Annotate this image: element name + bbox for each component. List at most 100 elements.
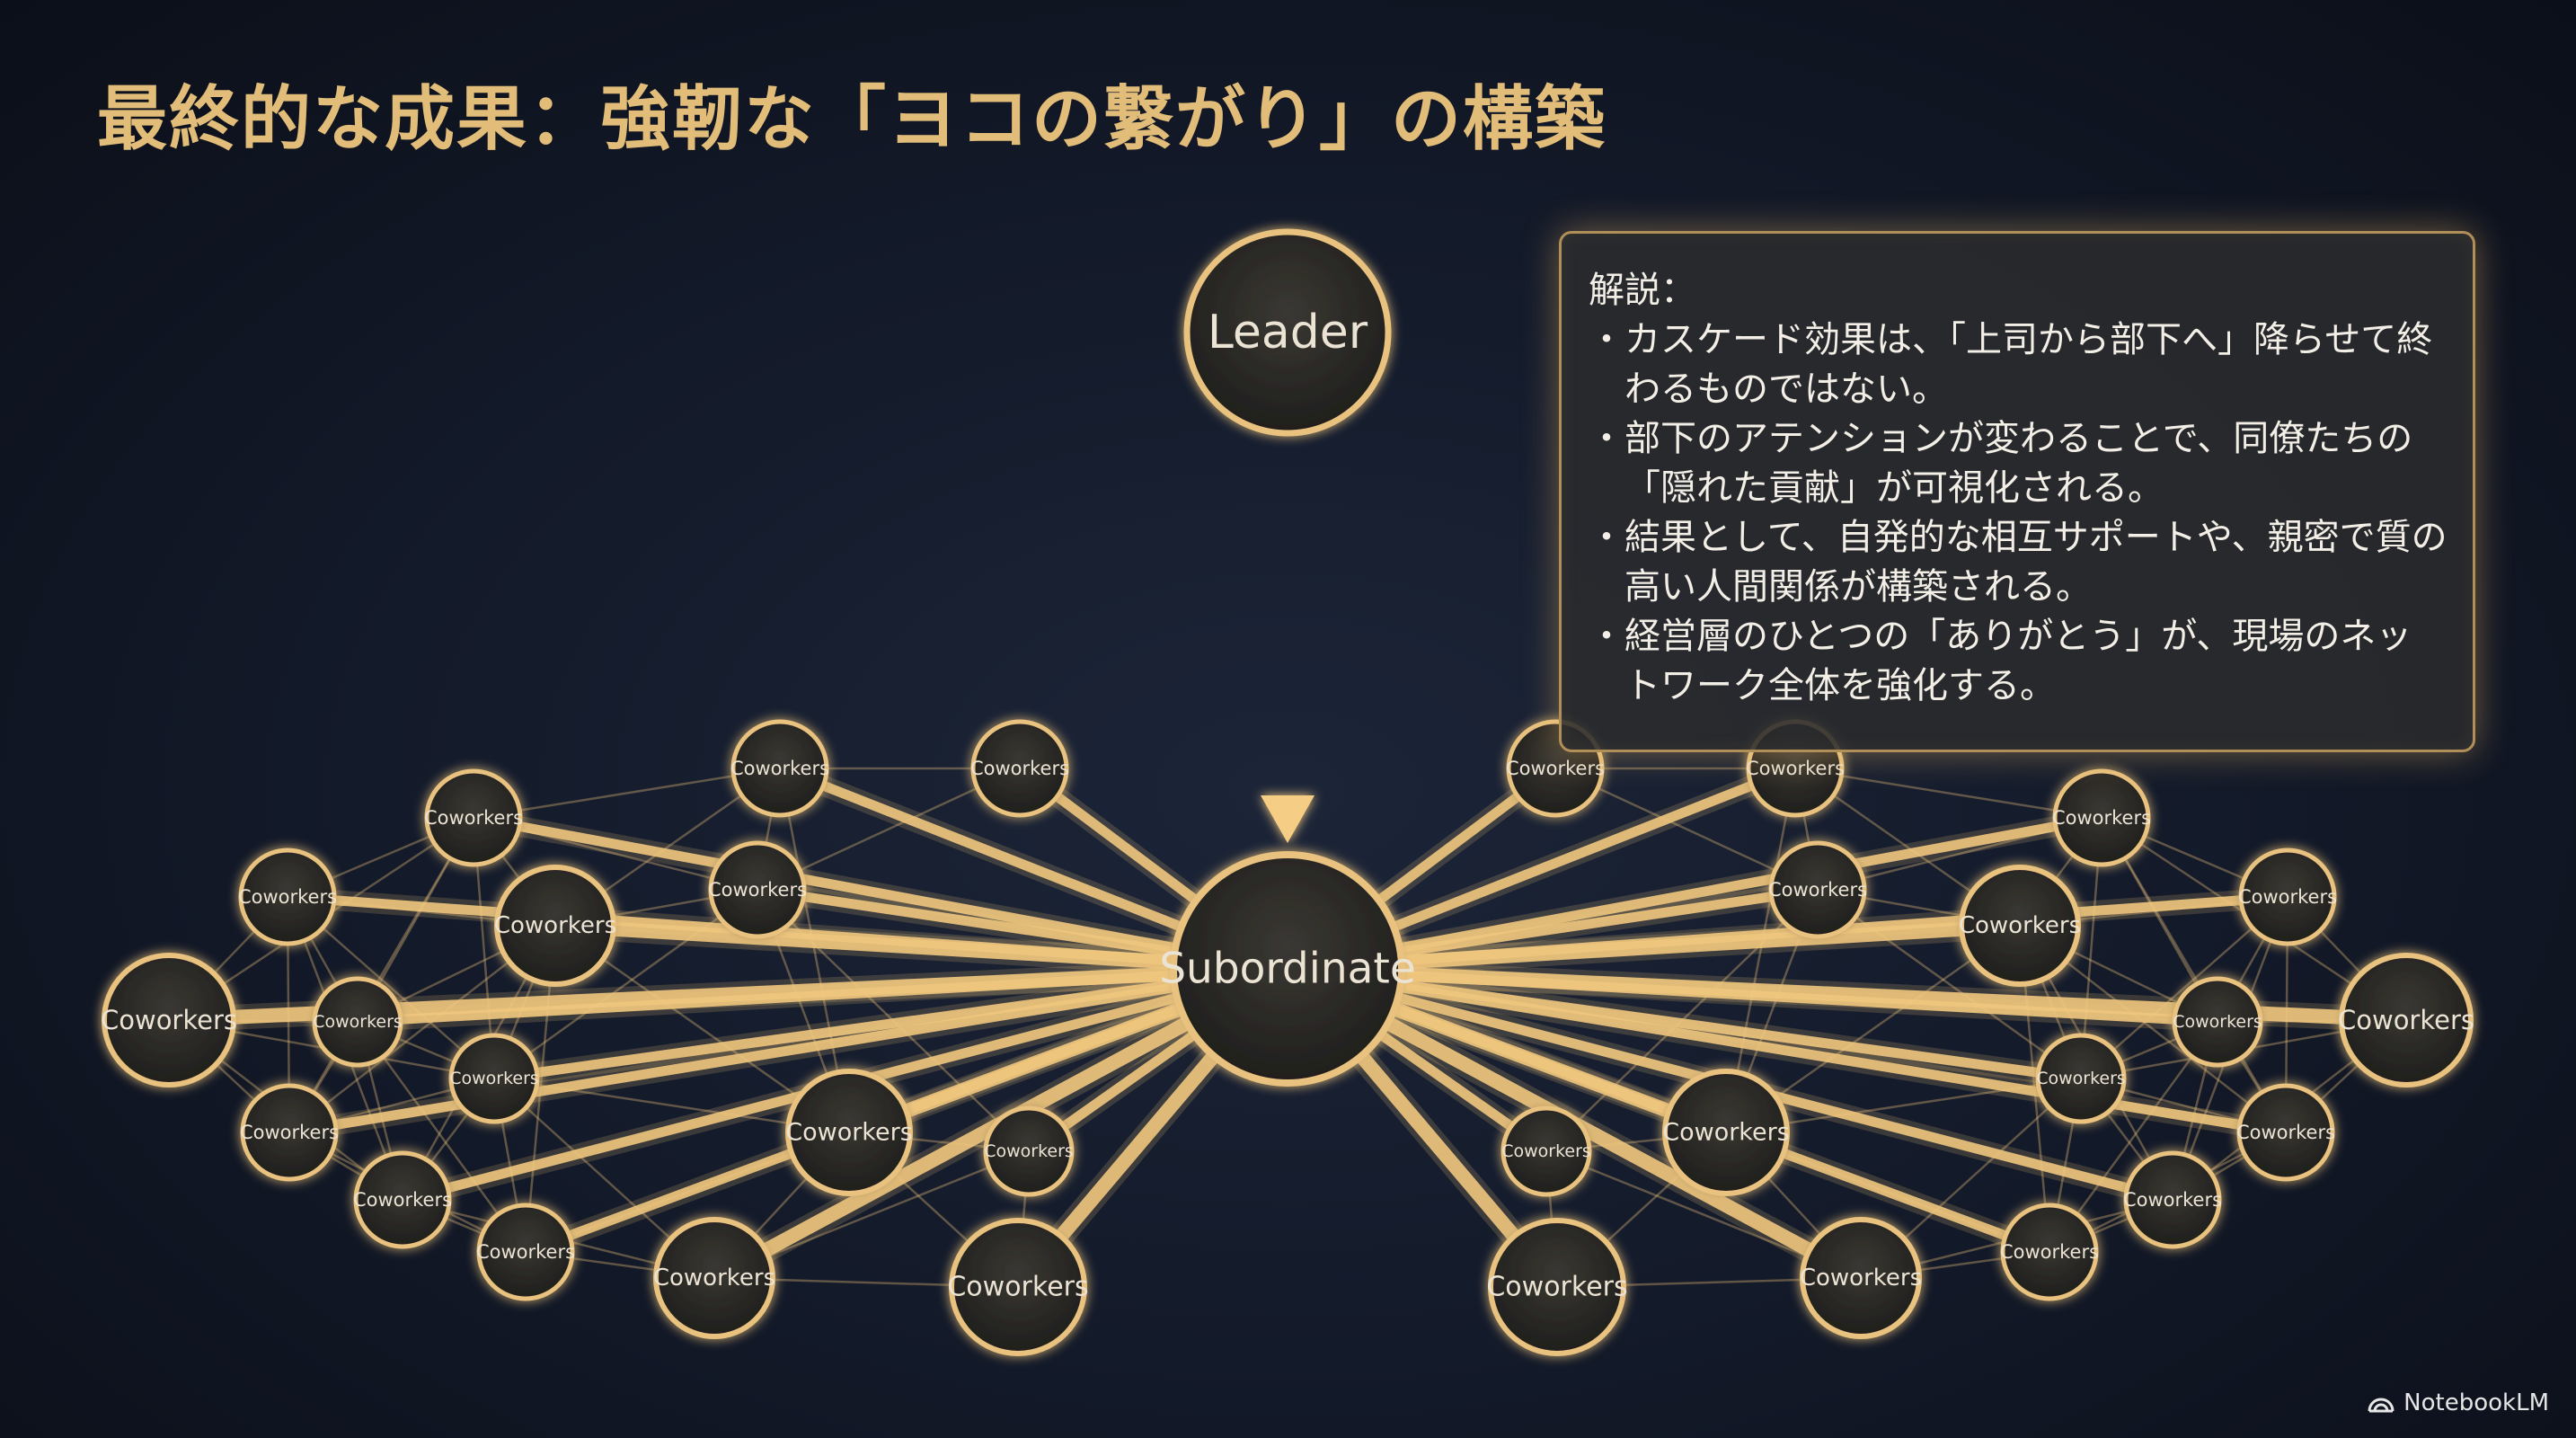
coworker-circle [424,768,523,867]
coworker-node: Coworkers [494,865,616,987]
coworker-label: Coworkers [785,1119,913,1147]
coworker-label: Coworkers [494,912,616,939]
coworker-circle [708,840,807,939]
coworker-link-line [492,888,759,1080]
coworker-label: Coworkers [1800,1265,1922,1292]
explanation-box: 解説： ・ カスケード効果は、「上司から部下へ」降らせて終わるものではない。 ・… [1559,231,2475,752]
coworker-circle [1959,865,2081,987]
coworker-link-line [1793,767,2103,820]
brand-name: NotebookLM [2403,1389,2549,1416]
coworker-label: Coworkers [2000,1241,2099,1263]
hub-line [1280,919,2027,976]
coworker-node: Coworkers [238,848,337,946]
explanation-bullet: ・ 経営層のひとつの「ありがとう」が、現場のネットワーク全体を強化する。 [1589,612,2448,711]
coworker-node: Coworkers [2236,1083,2335,1182]
coworker-label: Coworkers [1959,912,2081,939]
coworker-node: Coworkers [1800,1217,1922,1339]
coworker-node: Coworkers [2052,768,2151,867]
coworker-label: Coworkers [313,1012,403,1032]
coworker-label: Coworkers [984,1141,1074,1161]
coworker-label: Coworkers [424,807,523,829]
coworker-label: Coworkers [708,879,807,901]
coworker-circle [2000,1203,2099,1301]
explanation-heading: 解説： [1589,270,1696,311]
hub-line [1282,963,2291,1138]
coworker-circle [2123,1150,2222,1249]
coworker-circle [240,1083,339,1182]
hub-line [548,919,1295,976]
coworker-link-line [2100,816,2288,1134]
coworker-node: Coworkers [983,1105,1075,1197]
coworker-label: Coworkers [1506,758,1605,779]
leader-node: Leader [1183,228,1392,437]
bullet-dot: ・ [1589,616,1624,657]
coworker-node: Coworkers [970,719,1069,818]
notebooklm-logo-icon [2368,1398,2395,1413]
coworker-label: Coworkers [653,1265,775,1292]
coworker-node: Coworkers [2338,953,2474,1087]
coworker-circle [730,719,829,818]
coworker-label: Coworkers [2052,807,2151,829]
coworker-node: Coworkers [2000,1203,2099,1301]
coworker-node: Coworkers [1500,1105,1592,1197]
bullet-dot: ・ [1589,418,1624,459]
coworker-circle [476,1203,575,1301]
coworker-circle [2236,1083,2335,1182]
coworker-circle [785,1069,913,1196]
coworker-label: Coworkers [238,886,337,908]
coworker-circle [2238,848,2337,946]
coworker-label: Coworkers [353,1189,452,1211]
coworker-node: Coworkers [353,1150,452,1249]
coworker-node: Coworkers [1662,1069,1790,1196]
coworker-node: Coworkers [448,1033,540,1124]
coworker-label: Coworkers [2173,1012,2262,1032]
coworker-label: Coworkers [1501,1141,1591,1161]
coworker-circle [2035,1033,2127,1124]
coworker-circle [1800,1217,1922,1339]
coworker-circle [312,976,403,1068]
coworker-circle [1662,1069,1790,1196]
coworker-node: Coworkers [1959,865,2081,987]
coworker-node: Coworkers [1486,1218,1628,1356]
coworker-label: Coworkers [101,1005,237,1035]
bullet-dot: ・ [1589,517,1624,558]
explanation-bullet-text: カスケード効果は、「上司から部下へ」降らせて終わるものではない。 [1624,319,2433,410]
coworker-circle [238,848,337,946]
coworker-link-line [472,767,782,820]
coworker-label: Coworkers [1486,1272,1627,1303]
subordinate-label: Subordinate [1159,945,1416,994]
coworker-label: Coworkers [1746,758,1845,779]
coworker-label: Coworkers [449,1069,539,1088]
coworker-label: Coworkers [2236,1122,2335,1143]
coworker-circle [2339,953,2474,1087]
explanation-bullet: ・ 結果として、自発的な相互サポートや、親密で質の高い人間関係が構築される。 [1589,513,2448,612]
coworker-circle [653,1217,775,1339]
coworker-circle [2052,768,2151,867]
hub-line [352,963,1293,1027]
coworker-node: Coworkers [424,768,523,867]
coworker-label: Coworkers [2036,1069,2126,1088]
hub-line [284,963,1293,1138]
subordinate-to-coworker-lines [156,758,2419,1300]
coworker-label: Coworkers [2238,886,2337,908]
coworker-circle [494,865,616,987]
coworker-circle [983,1105,1075,1197]
coworker-label: Coworkers [240,1122,339,1143]
coworker-node: Coworkers [2172,976,2263,1068]
coworker-label: Coworkers [1662,1119,1790,1147]
coworker-label: Coworkers [970,758,1069,779]
coworker-node: Coworkers [653,1217,775,1339]
coworker-node: Coworkers [2035,1033,2127,1124]
explanation-bullet-text: 部下のアテンションが変わることで、同僚たちの「隠れた貢献」が可視化される。 [1624,418,2413,509]
coworker-node: Coworkers [101,953,237,1087]
coworker-circle [949,1218,1087,1356]
explanation-bullet: ・ カスケード効果は、「上司から部下へ」降らせて終わるものではない。 [1589,315,2448,414]
coworker-node: Coworkers [785,1069,913,1196]
explanation-bullet: ・ 部下のアテンションが変わることで、同僚たちの「隠れた貢献」が可視化される。 [1589,414,2448,513]
coworker-node: Coworkers [2123,1150,2222,1249]
explanation-bullet-text: 結果として、自発的な相互サポートや、親密で質の高い人間関係が構築される。 [1624,517,2448,608]
leader-to-subordinate-arrow [1261,433,1315,843]
coworker-node: Coworkers [2238,848,2337,946]
